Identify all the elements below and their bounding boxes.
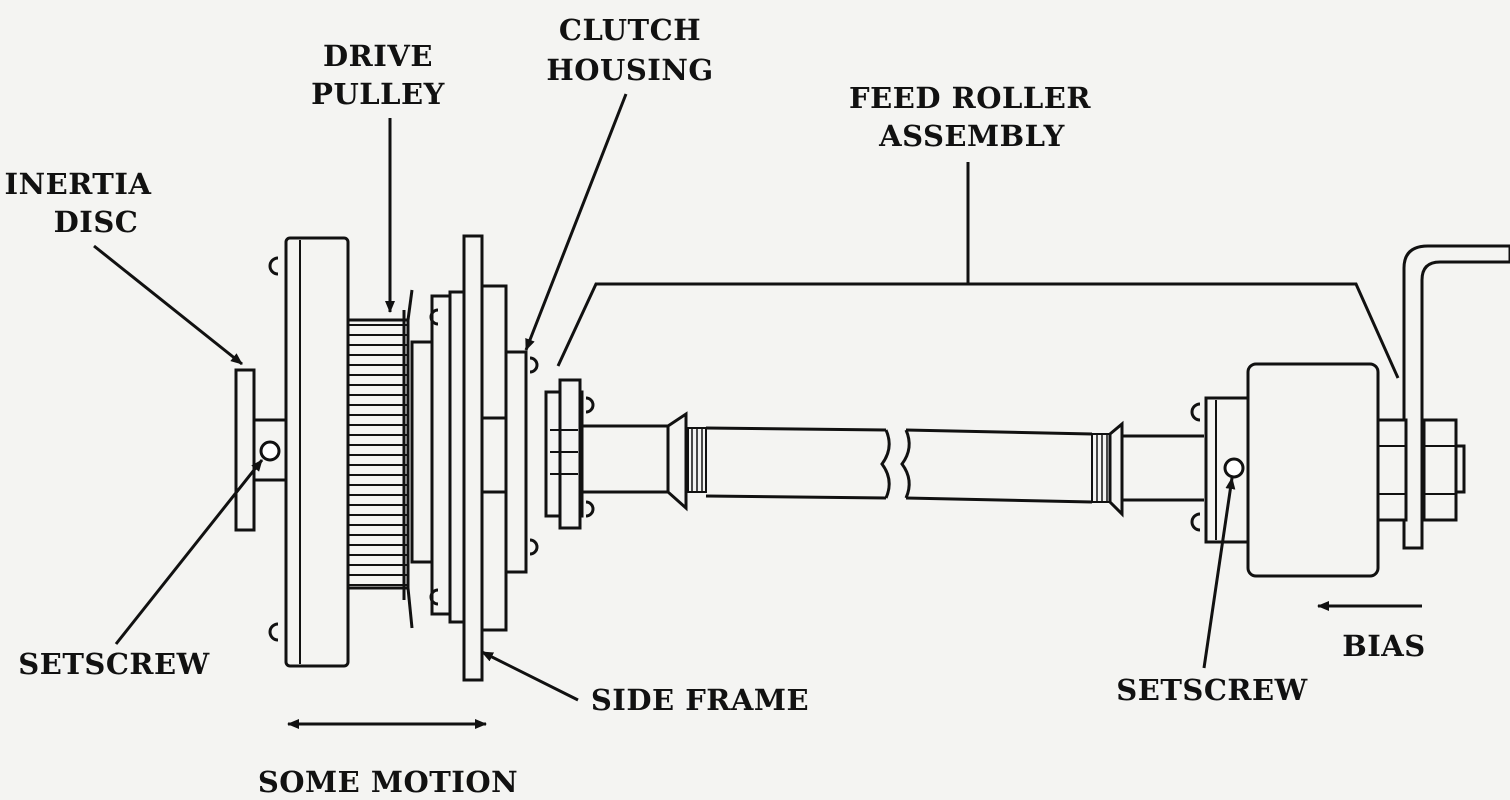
label-setscrew-left: SETSCREW xyxy=(18,459,264,681)
label-inertia-disc-line1: INERTIA xyxy=(5,167,152,201)
label-some-motion: SOME MOTION xyxy=(258,719,518,799)
side-frame xyxy=(462,234,484,682)
drive-pulley xyxy=(346,289,434,629)
label-feed-roller-assembly-line1: FEED ROLLER xyxy=(849,81,1091,115)
label-clutch-housing-line2: HOUSING xyxy=(546,53,713,87)
setscrew-right-head xyxy=(1223,457,1245,479)
label-bias: BIAS xyxy=(1317,601,1426,663)
label-inertia-disc-line2: DISC xyxy=(54,205,139,239)
label-feed-roller-assembly: FEED ROLLER ASSEMBLY xyxy=(556,81,1400,379)
label-some-motion-text: SOME MOTION xyxy=(258,765,518,799)
label-feed-roller-assembly-line2: ASSEMBLY xyxy=(878,119,1065,153)
label-setscrew-left-text: SETSCREW xyxy=(18,647,209,681)
label-setscrew-right-text: SETSCREW xyxy=(1116,673,1307,707)
setscrew-left-head xyxy=(259,440,281,462)
label-drive-pulley-line2: PULLEY xyxy=(311,77,445,111)
lock-nut xyxy=(1376,418,1466,522)
feed-roller-bracket-line xyxy=(556,282,1400,379)
inertia-disc xyxy=(234,368,292,532)
feed-roller-shaft xyxy=(582,411,1204,518)
bearing-block xyxy=(1246,362,1380,578)
clutch-housing xyxy=(480,284,539,632)
right-collar xyxy=(1190,396,1250,544)
clutch-plates xyxy=(429,290,466,624)
label-inertia-disc: INERTIA DISC xyxy=(5,167,243,366)
label-side-frame: SIDE FRAME xyxy=(481,650,809,717)
label-drive-pulley: DRIVE PULLEY xyxy=(311,39,445,313)
label-clutch-housing-line1: CLUTCH xyxy=(559,13,701,47)
label-bias-text: BIAS xyxy=(1342,629,1426,663)
label-setscrew-right: SETSCREW xyxy=(1116,477,1307,707)
label-drive-pulley-line1: DRIVE xyxy=(323,39,433,73)
bias-bracket xyxy=(1402,244,1510,550)
coupling-hub xyxy=(544,378,595,530)
label-clutch-housing: CLUTCH HOUSING xyxy=(524,13,713,351)
label-side-frame-text: SIDE FRAME xyxy=(591,683,809,717)
